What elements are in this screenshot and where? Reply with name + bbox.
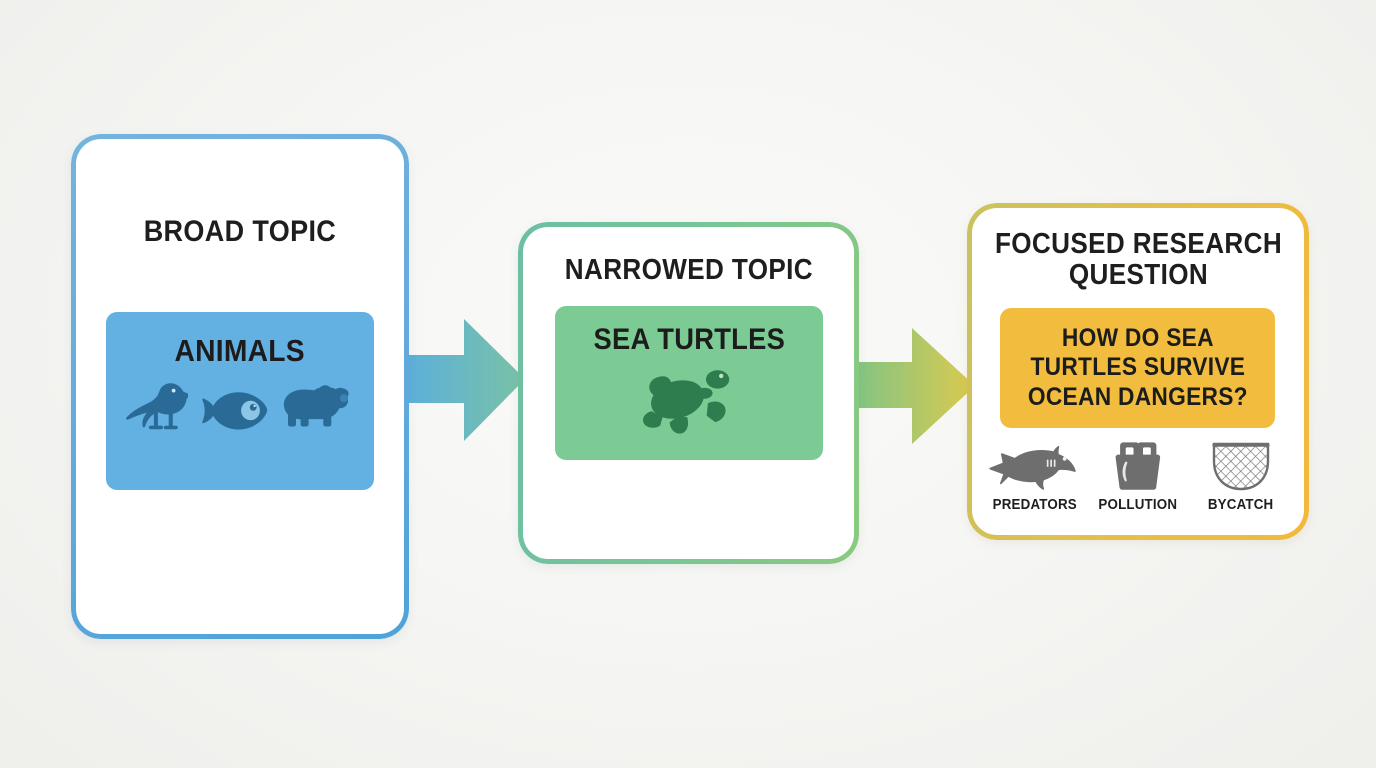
shark-icon — [989, 441, 1081, 491]
plastic-bag-icon — [1110, 441, 1166, 491]
chip-research-question: HOW DO SEA TURTLES SURVIVE OCEAN DANGERS… — [1000, 308, 1275, 428]
arrow-broad-to-narrowed — [398, 303, 526, 460]
turtle-icon-row — [641, 367, 737, 437]
risk-label-pollution: POLLUTION — [1098, 497, 1178, 513]
ocean-dangers-row: PREDATORS — [987, 441, 1289, 513]
risk-label-bycatch: BYCATCH — [1208, 497, 1274, 513]
risk-label-predators: PREDATORS — [992, 497, 1078, 513]
risk-item-pollution: POLLUTION — [1090, 441, 1186, 513]
animal-icon-row — [126, 379, 354, 433]
fish-icon — [202, 389, 268, 433]
focused-research-question-heading: FOCUSED RESEARCH QUESTION — [994, 228, 1282, 292]
card-narrowed-topic: NARROWED TOPIC SEA TURTLES — [518, 222, 859, 564]
sea-turtle-icon — [641, 367, 737, 437]
chip-animals-label: ANIMALS — [174, 333, 306, 368]
broad-topic-heading: BROAD TOPIC — [143, 215, 337, 248]
chip-sea-turtles: SEA TURTLES — [555, 306, 823, 460]
card-focused-research-question: FOCUSED RESEARCH QUESTION HOW DO SEA TUR… — [967, 203, 1309, 540]
narrowed-topic-heading: NARROWED TOPIC — [564, 254, 813, 286]
arrow-narrowed-to-focused — [848, 316, 976, 461]
fishing-net-icon — [1211, 441, 1271, 491]
risk-item-predators: PREDATORS — [987, 441, 1083, 513]
card-broad-topic: BROAD TOPIC ANIMALS — [71, 134, 409, 639]
chip-animals: ANIMALS — [106, 312, 374, 490]
bird-icon — [126, 379, 188, 433]
chip-sea-turtles-label: SEA TURTLES — [593, 323, 785, 356]
risk-item-bycatch: BYCATCH — [1193, 441, 1289, 513]
chip-research-question-label: HOW DO SEA TURTLES SURVIVE OCEAN DANGERS… — [1027, 323, 1248, 411]
bear-icon — [282, 383, 354, 433]
